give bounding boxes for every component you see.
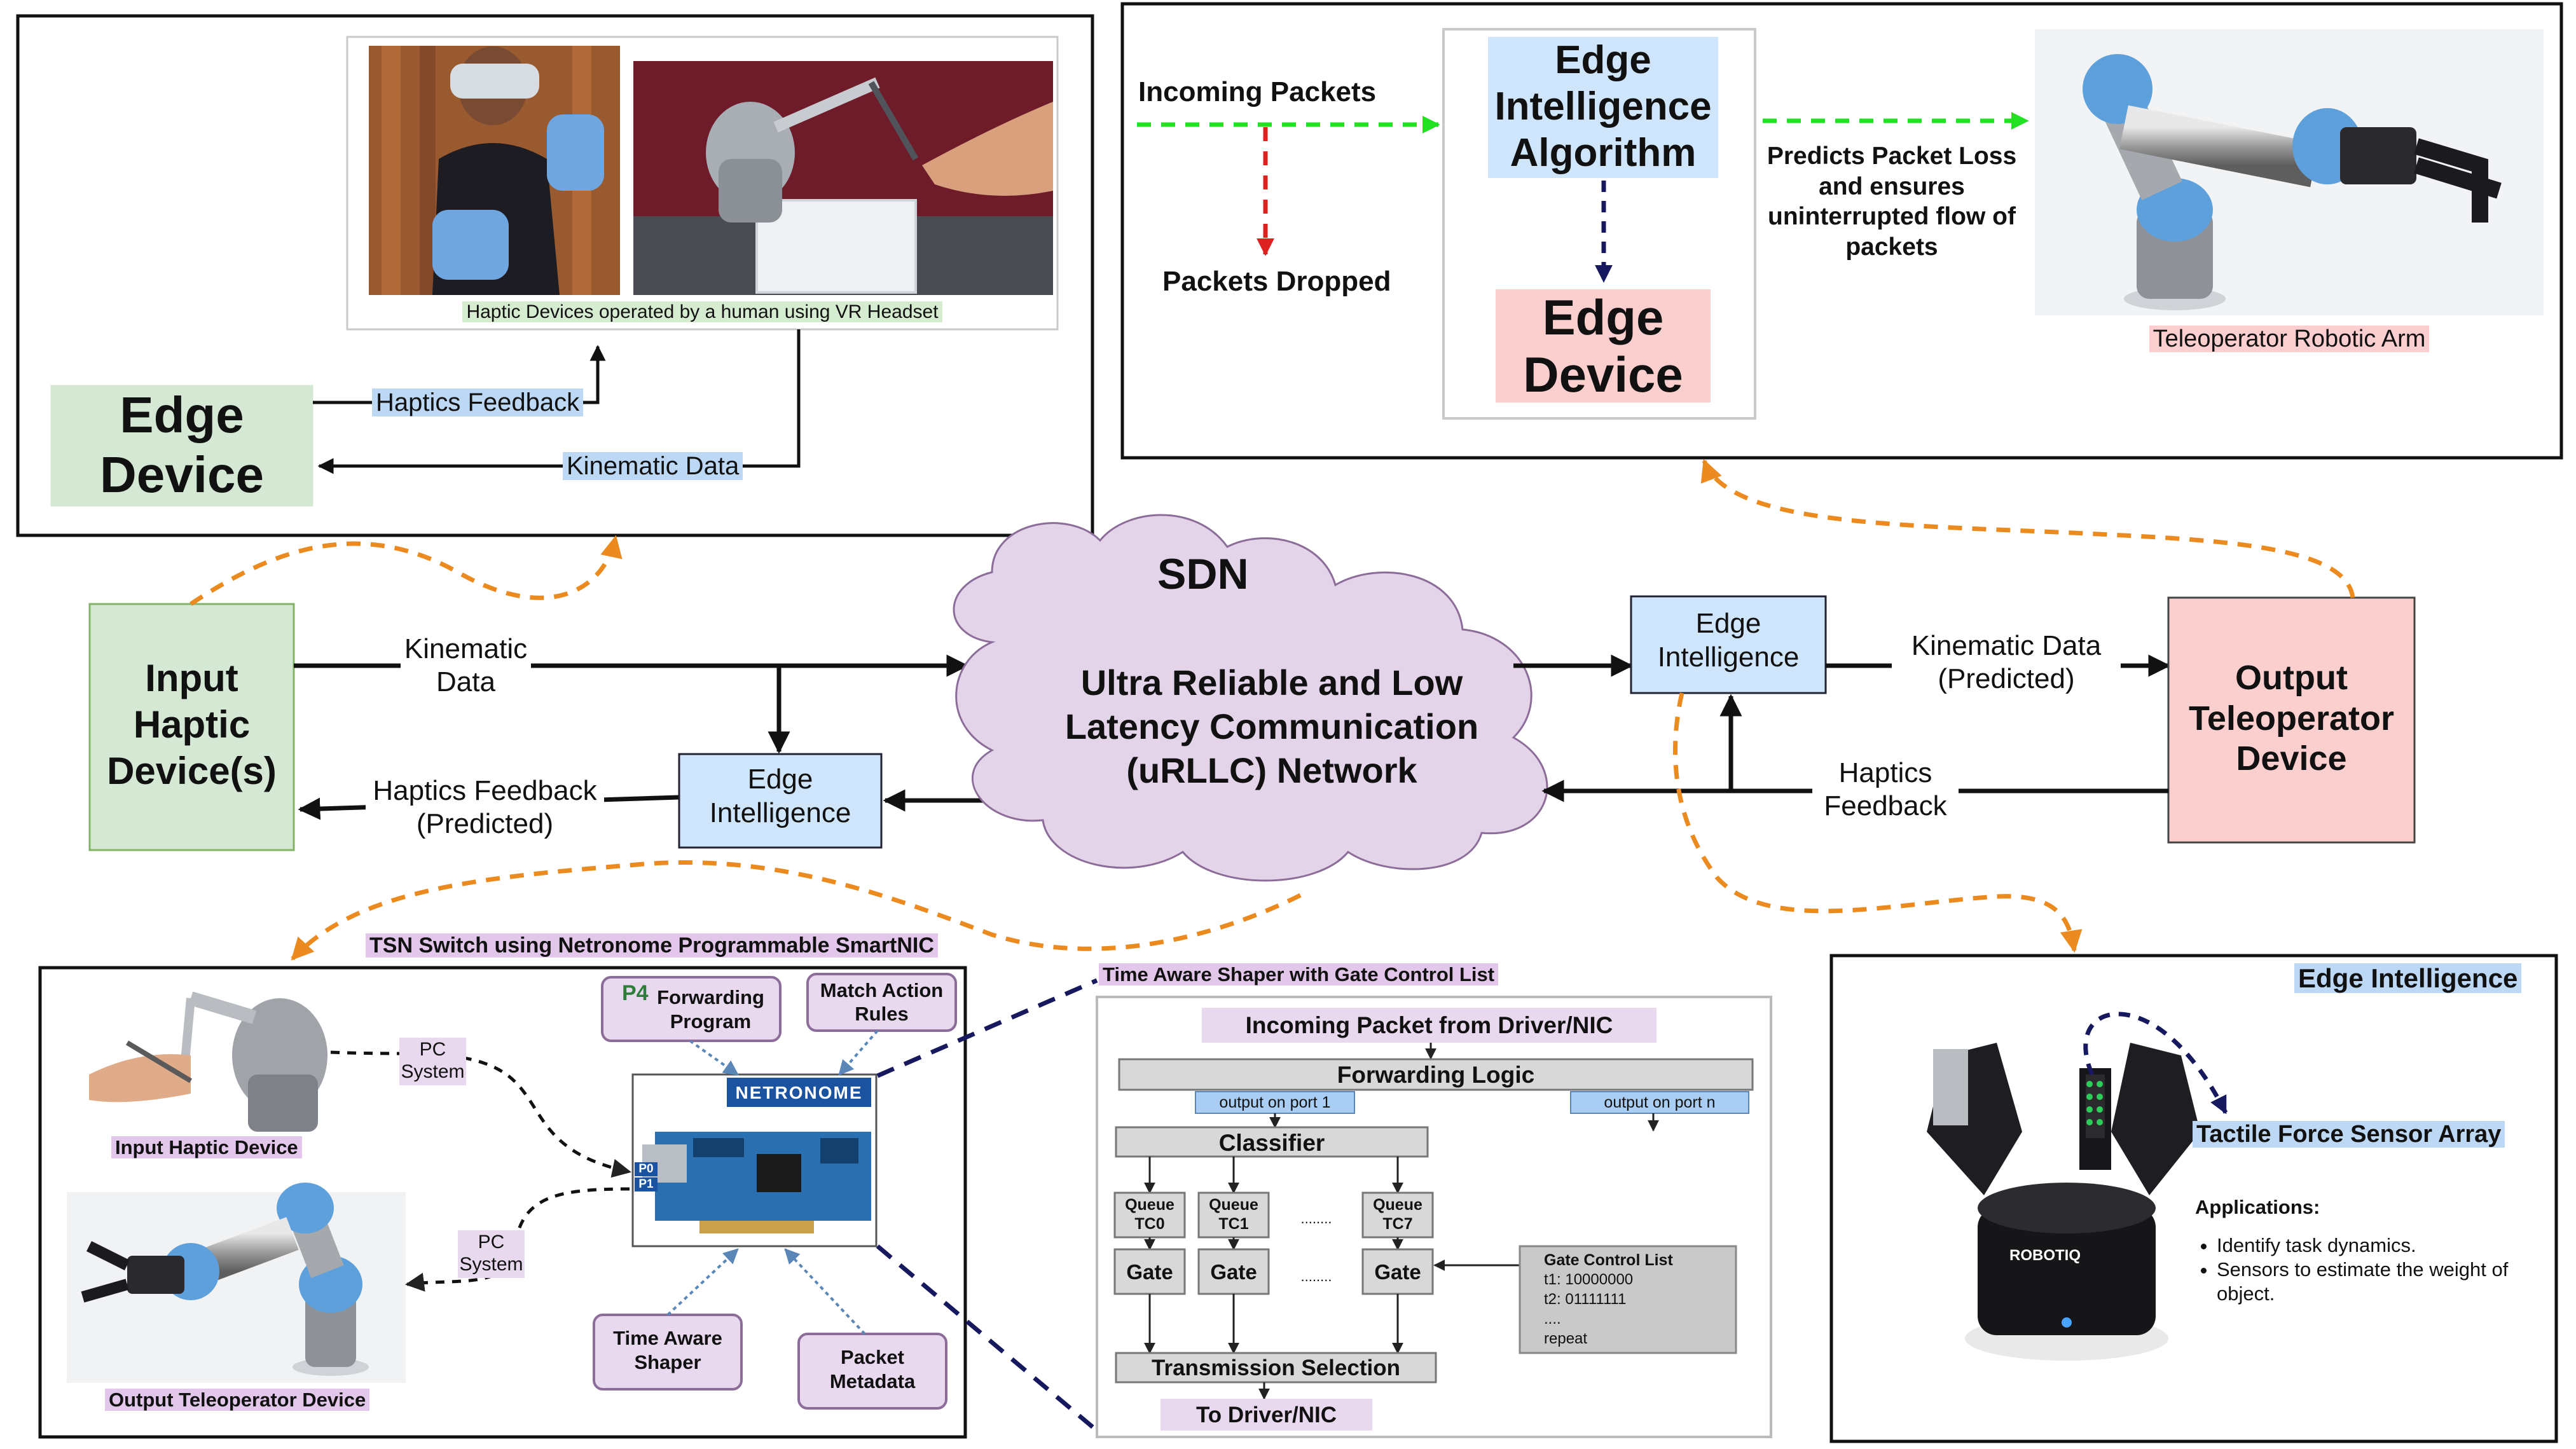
predicts-label: Predicts Packet Loss and ensures uninter… (1767, 142, 2017, 261)
edge-intelligence-right-label: Edge Intelligence (1657, 608, 1800, 673)
robot-arm-photo (2035, 29, 2544, 315)
edge-device-green (50, 385, 313, 507)
smartnic-board (642, 1132, 871, 1233)
match-action-label: Match Action Rules (820, 979, 944, 1025)
forwarding-logic-box (1118, 1058, 1754, 1091)
vr-photo-caption: Haptic Devices operated by a human using… (347, 301, 1057, 323)
pc-system-2-box (458, 1230, 525, 1278)
classifier-box (1115, 1126, 1429, 1158)
port-p1: P1 (638, 1178, 654, 1191)
gcl-title: Gate Control List (1544, 1251, 1673, 1269)
application-item: Sensors to estimate the weight of object… (2217, 1258, 2547, 1306)
edge-intelligence-right-box (1630, 595, 1827, 694)
algorithm-label: Edge Intelligence Algorithm (1494, 38, 1712, 175)
to-driver-box (1161, 1399, 1372, 1431)
netronome-logo: NETRONOME (735, 1083, 863, 1102)
edge-intelligence-left-box (678, 753, 883, 849)
vr-user-photo (369, 46, 620, 295)
output-port1-box (1195, 1091, 1355, 1114)
gate-control-list-box (1519, 1245, 1737, 1354)
output-teleoperator-box (2167, 596, 2416, 844)
edge-device-right-label: Edge Device (1523, 289, 1683, 402)
input-haptic-label: Input Haptic Device(s) (107, 657, 277, 793)
output-portn-label: output on port n (1604, 1094, 1716, 1111)
kinematic-data-middle-label: Kinematic Data (404, 633, 528, 697)
queue-tc7-box (1361, 1191, 1434, 1239)
edge-intelligence-left-label: Edge Intelligence (709, 764, 851, 828)
applications-list: Identify task dynamics. Sensors to estim… (2195, 1233, 2547, 1305)
forwarding-logic-label: Forwarding Logic (1337, 1062, 1535, 1088)
edge-device-pink-box (1496, 289, 1711, 402)
kinematic-data-label: Kinematic Data (563, 452, 743, 481)
incoming-packets-label: Incoming Packets (1138, 76, 1377, 107)
time-aware-shaper-label: Time Aware Shaper (613, 1327, 722, 1373)
haptics-feedback-predicted-label: Haptics Feedback (Predicted) (373, 775, 597, 839)
incoming-packet-box (1202, 1008, 1656, 1043)
robot-arm-caption: Teleoperator Robotic Arm (2035, 326, 2544, 353)
queue-tc1-label: Queue TC1 (1209, 1196, 1258, 1233)
queue-tc0-label: Queue TC0 (1125, 1196, 1174, 1233)
gcl-t2: t2: 01111111 (1544, 1291, 1627, 1308)
gate-ellipsis: ........ (1300, 1268, 1332, 1284)
gcl-dots: .... (1544, 1310, 1561, 1328)
tsn-switch-title: TSN Switch using Netronome Programmable … (366, 933, 938, 958)
gate-tc0-box (1113, 1248, 1186, 1295)
output-teleoperator-photo (67, 1183, 406, 1383)
application-item: Identify task dynamics. (2217, 1233, 2547, 1258)
packets-dropped-label: Packets Dropped (1162, 266, 1391, 297)
kinematic-predicted-label: Kinematic Data (Predicted) (1911, 630, 2102, 694)
p4-logo-icon: P4 (622, 981, 649, 1005)
match-action-box (806, 973, 957, 1032)
netronome-banner (727, 1078, 871, 1107)
port-p0: P0 (638, 1162, 654, 1176)
algorithm-box (1488, 37, 1718, 178)
input-haptic-caption: Input Haptic Device (111, 1136, 302, 1159)
transmission-selection-box (1115, 1352, 1437, 1384)
output-port1-label: output on port 1 (1219, 1094, 1331, 1111)
urllc-cloud (953, 514, 1548, 882)
robotiq-logo: ROBOTIQ (2009, 1247, 2081, 1264)
pc-system-1-label: PC System (401, 1039, 465, 1083)
gate-tc1-label: Gate (1210, 1260, 1257, 1284)
incoming-packet-label: Incoming Packet from Driver/NIC (1245, 1012, 1613, 1038)
urllc-label: Ultra Reliable and Low Latency Communica… (1064, 663, 1479, 790)
haptics-feedback-right-label: Haptics Feedback (1824, 757, 1947, 821)
applications-heading: Applications: (2195, 1196, 2320, 1218)
forwarding-program-label: Forwarding Program (657, 986, 764, 1033)
bottom-right-panel (1829, 954, 2558, 1443)
to-driver-label: To Driver/NIC (1195, 1403, 1337, 1427)
queue-ellipsis: ........ (1300, 1211, 1332, 1226)
edge-intelligence-title: Edge Intelligence (2294, 963, 2522, 993)
sdn-label: SDN (1157, 550, 1249, 598)
gate-tc7-label: Gate (1374, 1260, 1421, 1284)
classifier-label: Classifier (1218, 1130, 1325, 1156)
output-portn-box (1570, 1091, 1749, 1114)
input-haptic-photo (83, 980, 327, 1133)
tactile-sensor-label: Tactile Force Sensor Array (2193, 1121, 2505, 1148)
haptic-stylus-photo (633, 61, 1053, 295)
queue-tc7-label: Queue TC7 (1373, 1196, 1422, 1233)
edge-device-left-label: Edge Device (100, 387, 264, 504)
tas-title: Time Aware Shaper with Gate Control List (1099, 963, 1499, 986)
robotiq-gripper-photo (1927, 1043, 2200, 1361)
gcl-t1: t1: 10000000 (1544, 1271, 1634, 1288)
pc-system-2-label: PC System (459, 1232, 523, 1275)
packet-metadata-box (797, 1333, 947, 1410)
transmission-selection-label: Transmission Selection (1152, 1356, 1400, 1380)
output-teleop-caption: Output Teleoperator Device (105, 1389, 370, 1411)
packet-metadata-label: Packet Metadata (829, 1346, 916, 1392)
gate-tc0-label: Gate (1126, 1260, 1173, 1284)
pc-system-1-box (399, 1038, 466, 1085)
gcl-repeat: repeat (1544, 1330, 1588, 1347)
input-haptic-box (88, 603, 295, 851)
haptics-feedback-label: Haptics Feedback (372, 388, 584, 417)
gate-tc7-box (1361, 1248, 1434, 1295)
output-teleoperator-label: Output Teleoperator Device (2188, 659, 2395, 778)
